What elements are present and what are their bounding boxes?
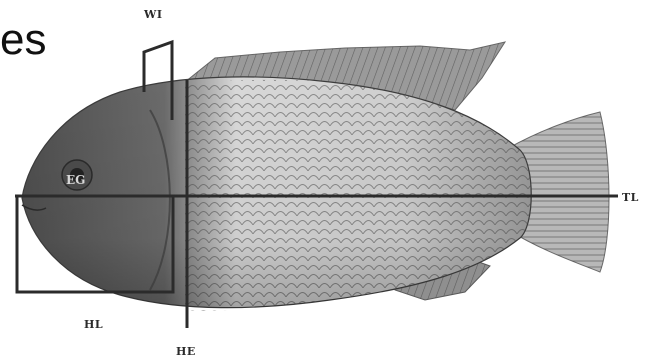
eye-label: EG — [66, 173, 85, 187]
label-he: HE — [176, 345, 196, 358]
label-tl: TL — [622, 191, 639, 204]
label-hl: HL — [84, 318, 103, 331]
label-wi: WI — [144, 8, 163, 21]
